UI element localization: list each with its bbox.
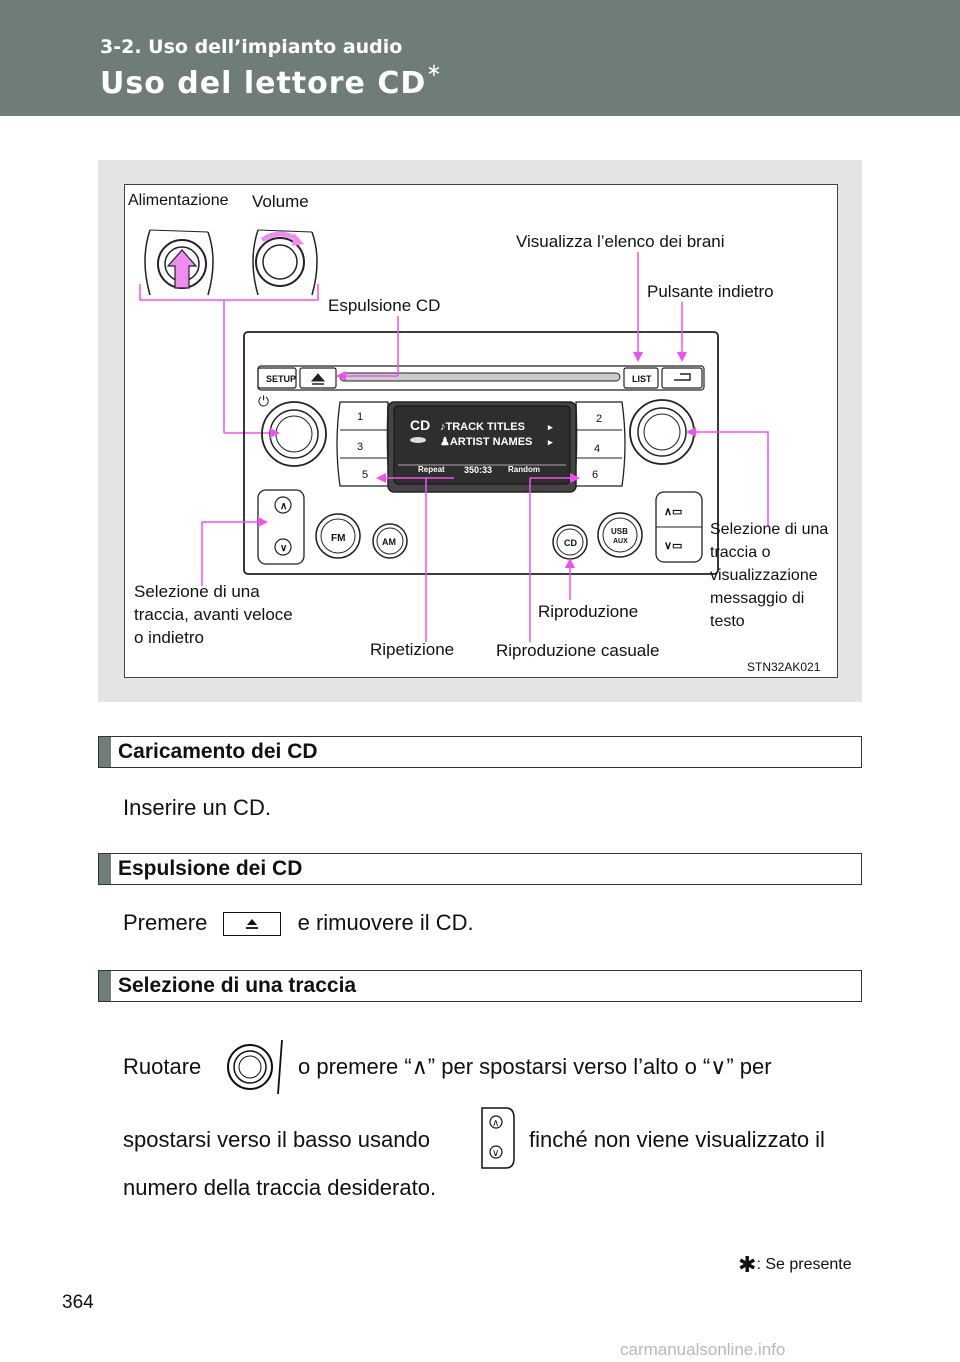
preset-2-button[interactable]: 2 [596,413,602,425]
svg-text:∨: ∨ [492,1148,499,1159]
preset-4-button[interactable]: 4 [594,443,600,455]
track-up-icon[interactable]: ∧ [280,501,287,512]
svg-text:⏻: ⏻ [258,393,269,409]
inset-bracket [139,284,319,434]
chevron-right-icon: ▸ [547,437,553,447]
fm-button[interactable]: FM [331,533,345,544]
display-cd-logo: CD [410,417,430,433]
preset-5-button[interactable]: 5 [362,469,368,481]
aux-label: AUX [613,538,628,545]
body-finche: finché non viene visualizzato il [529,1127,825,1152]
label-alimentazione: Alimentazione [128,192,229,209]
page-title-text: Uso del lettore CD [100,66,427,101]
folder-down-icon[interactable]: ∨▭ [664,540,682,552]
chevron-right-icon: ▸ [547,422,553,432]
label-pulsante-indietro: Pulsante indietro [647,282,774,301]
section-title: Espulsione dei CD [118,857,303,880]
page-number: 364 [62,1292,94,1313]
footnote-text: : Se presente [756,1256,852,1274]
am-button[interactable]: AM [382,537,396,547]
label-riproduzione-casuale: Riproduzione casuale [496,641,660,660]
display-time: 350:33 [464,465,492,475]
section-title: Selezione di una traccia [118,974,357,997]
watermark: carmanualsonline.info [620,1340,786,1359]
page-header: 3-2. Uso dell’impianto audio Uso del let… [0,0,960,116]
label-espulsione-cd: Espulsione CD [328,296,441,315]
body-text-rimuovere: e rimuovere il CD. [297,910,474,935]
callout-lines [201,252,769,642]
preset-6-button[interactable]: 6 [592,469,598,481]
display-artist-names: ♟ARTIST NAMES [440,436,532,448]
body-spostarsi-basso: spostarsi verso il basso usando [123,1127,430,1152]
display-screen: CD ♪TRACK TITLES ♟ARTIST NAMES ▸ ▸ Repea… [398,417,566,475]
audio-unit-diagram: ⏻ SETUP LIST FM AM CD USB [139,226,769,642]
body-premere-spostarsi: o premere “∧” per spostarsi verso l’alto… [298,1054,772,1079]
eject-icon [223,912,282,937]
label-ripetizione: Ripetizione [370,640,455,659]
figure-code: STN32AK021 [747,660,821,674]
track-down-icon[interactable]: ∨ [280,543,287,554]
audio-unit-body: ⏻ [243,331,719,575]
section-title: Caricamento dei CD [118,740,318,763]
page-title: Uso del lettore CD∗ [100,60,442,101]
body-text-premere: Premere [123,910,208,935]
section-heading-caricamento: Caricamento dei CD [98,736,862,768]
label-selezione-messaggio: Selezione di una traccia o visualizzazio… [710,521,829,630]
section-bar [99,971,111,1001]
label-volume: Volume [252,192,309,211]
usb-button[interactable]: USB [611,527,628,536]
callout-arrowheads [258,352,696,568]
list-button[interactable]: LIST [632,374,652,384]
cd-button[interactable]: CD [564,538,577,548]
tune-knob-icon [227,1040,283,1094]
title-marker: ∗ [426,60,443,81]
label-riproduzione: Riproduzione [538,602,639,621]
body-numero-traccia: numero della traccia desiderato. [123,1175,437,1200]
asterisk-icon: ✱ [738,1252,757,1277]
section-heading-espulsione: Espulsione dei CD [98,853,862,885]
section-label: 3-2. Uso dell’impianto audio [100,36,403,58]
svg-text:∧: ∧ [492,1118,499,1129]
section-bar [99,854,111,884]
disc-icon [410,437,426,443]
volume-knob-inset [252,229,318,296]
seek-button-icon: ∧ ∨ [481,1107,515,1169]
section-heading-selezione: Selezione di una traccia [98,970,862,1002]
display-random: Random [508,465,540,474]
display-track-titles: ♪TRACK TITLES [440,421,525,433]
preset-1-button[interactable]: 1 [357,411,363,423]
setup-button[interactable]: SETUP [266,374,296,384]
power-knob-inset [142,226,214,296]
section-body-caricamento: Inserire un CD. [123,795,271,820]
footnote: ✱: Se presente [738,1252,852,1278]
section-body-espulsione: Premere e rimuovere il CD. [123,910,474,937]
unit-button-labels: SETUP LIST FM AM CD USB AUX ∧ ∨ ∧▭ ∨▭ [266,374,682,554]
body-ruotare: Ruotare [123,1054,202,1079]
section-bar [99,737,111,767]
label-visualizza-elenco: Visualizza l’elenco dei brani [516,232,725,251]
display-repeat: Repeat [418,465,445,474]
preset-3-button[interactable]: 3 [357,441,363,453]
label-selezione-traccia: Selezione di una traccia, avanti veloce … [134,582,293,647]
folder-up-icon[interactable]: ∧▭ [664,506,682,518]
preset-buttons: 1 2 3 4 5 6 [357,411,602,481]
